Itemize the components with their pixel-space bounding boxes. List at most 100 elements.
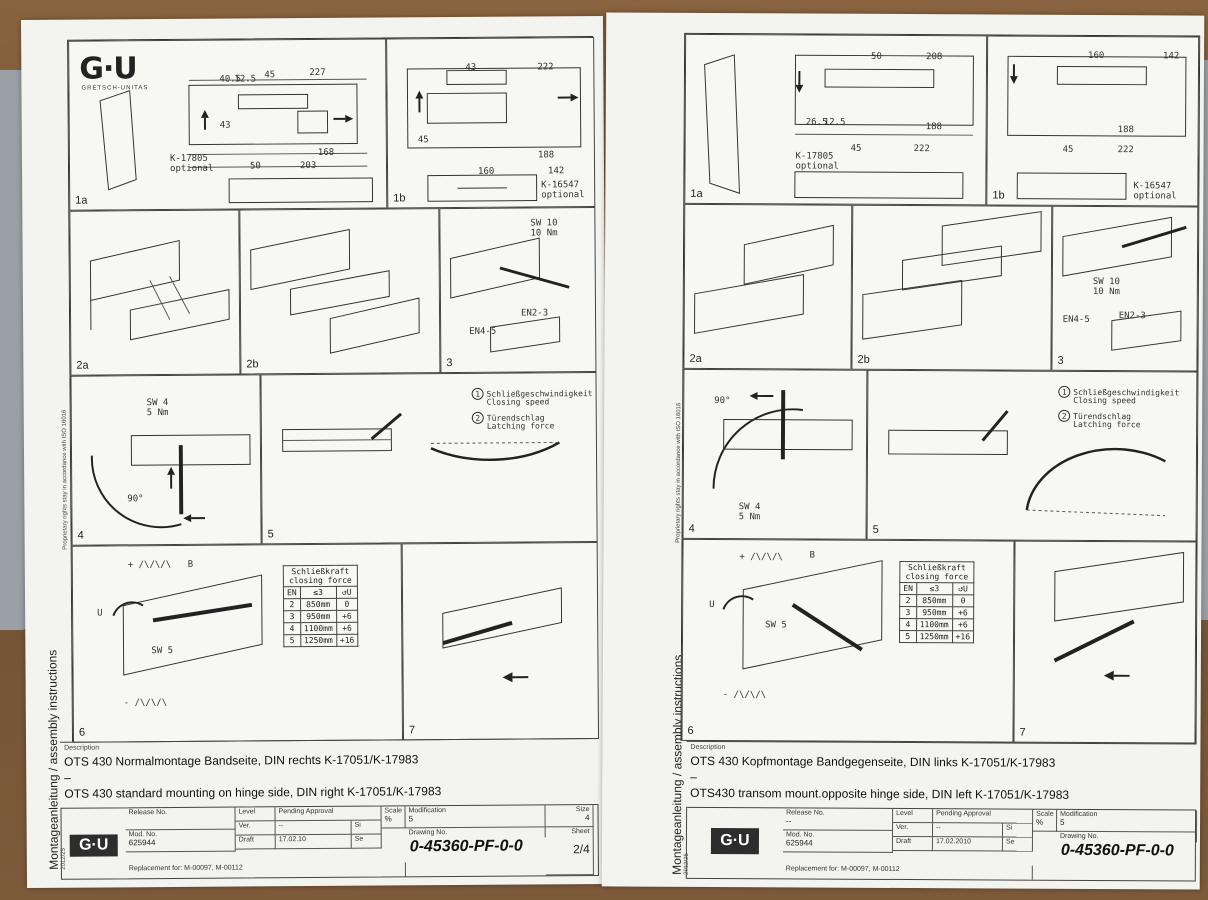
col-width: ≤3: [300, 586, 337, 599]
step-panel-2b: 2b: [239, 208, 441, 375]
torque-value: 5 Nm: [738, 512, 761, 523]
force-increase: + /\/\/\: [739, 552, 783, 563]
legend-latching-force-en: Latching force: [486, 421, 555, 431]
en-range-4-5: EN4-5: [469, 326, 497, 337]
ver-label: Ver.: [235, 821, 276, 836]
step-panel-7: 7: [401, 542, 600, 741]
part-note: K-17805: [169, 153, 208, 165]
dimension-b: B: [187, 559, 194, 570]
wrench-size: SW 10: [530, 218, 558, 229]
dim-160: 160: [478, 166, 495, 177]
gu-logo: G·U: [710, 828, 760, 855]
mounting-diagram-1b: [406, 67, 582, 202]
scale: Scale%: [381, 806, 406, 829]
en-range-2-3: EN2-3: [1118, 311, 1146, 322]
door-diagram-1a: [99, 78, 374, 204]
release-no: Release No.--: [783, 808, 894, 831]
en-range-2-3: EN2-3: [521, 308, 549, 319]
description-label: Description: [690, 743, 726, 752]
se-label: Se: [351, 834, 382, 849]
ver-label: Ver.: [892, 822, 934, 838]
step-panel-3: SW 10 10 Nm EN4-5 EN2-3 3: [439, 207, 597, 374]
step-panel-1a: G·U 50 208 45 222 188 26.5 12.5 K-17805 …: [684, 33, 988, 206]
level-label: Level: [235, 807, 276, 822]
dim-168: 168: [317, 147, 335, 158]
wrench-size: SW 10: [1092, 276, 1121, 288]
step-label: 5: [267, 528, 274, 541]
step-label: 1a: [75, 194, 88, 207]
door-diagram-1a: [704, 54, 974, 199]
closer-body-diagram-2a: [694, 224, 834, 334]
dim-50: 50: [249, 161, 261, 172]
dimension-b: B: [809, 550, 815, 561]
closing-force-diagram-6: [722, 560, 883, 670]
arm-mount-diagram-3: [1062, 216, 1187, 351]
closer-body-diagram-2b: [250, 228, 420, 354]
step-label: 2b: [246, 358, 259, 371]
part-note: K-17805: [795, 151, 834, 162]
step-panel-2a: 2a: [69, 209, 241, 376]
col-width: ≤3: [916, 582, 953, 595]
ver-value: --: [275, 820, 352, 836]
release-no: Release No.: [125, 807, 236, 831]
step-label: 4: [688, 522, 695, 535]
part-note: K-16547: [541, 180, 580, 191]
dim-208: 208: [926, 52, 943, 63]
gu-logo: G·U: [69, 834, 118, 857]
draft-label: Draft: [892, 836, 933, 852]
dim-45: 45: [850, 143, 862, 154]
adjustment-diagram-4: [90, 434, 251, 529]
angle-label: 90°: [127, 494, 144, 505]
scale: Scale%: [1033, 809, 1058, 832]
legend-closing-speed-en: Closing speed: [1073, 395, 1136, 406]
legend-latching-force-en: Latching force: [1073, 419, 1141, 430]
wrench-size: SW 5: [765, 620, 787, 631]
step-label: 3: [446, 357, 453, 370]
dim-45: 45: [264, 70, 276, 81]
side-title: Montageanleitung / assembly instructions: [45, 649, 61, 870]
closer-body-diagram-2a: [89, 239, 230, 341]
angle-label: 90°: [714, 396, 731, 407]
step-label: 6: [78, 726, 86, 739]
dim-160: 160: [1088, 50, 1105, 62]
si-label: Si: [351, 820, 382, 835]
step-label: 4: [77, 529, 84, 542]
title-block: G·U Release No. Mod. No.625944 Level Pen…: [60, 804, 599, 880]
description-dash: –: [690, 769, 698, 784]
force-decrease: - /\/\/\: [722, 690, 767, 701]
step-label: 2a: [76, 359, 89, 372]
step-label: 6: [687, 724, 694, 737]
dim-12-5: 12.5: [823, 117, 846, 128]
drawing-number: 0-45360-PF-0-0: [409, 837, 523, 856]
dim-45: 45: [417, 135, 429, 146]
mounting-diagram-1b: [1007, 55, 1187, 200]
direction-u: U: [97, 608, 103, 619]
step-label: 5: [872, 523, 879, 536]
step-label: 7: [408, 724, 416, 737]
wrench-size: SW 5: [151, 645, 174, 657]
closing-force-diagram-6: [112, 574, 263, 676]
mod-no: Mod. No.625944: [782, 830, 894, 853]
step-label: 1b: [393, 192, 406, 205]
proprietary-note: Proprietary rights stay in accordance wi…: [61, 409, 69, 550]
step-label: 2b: [857, 353, 870, 366]
dim-188: 188: [925, 122, 942, 133]
dim-43: 43: [219, 120, 231, 131]
description-en: OTS 430 standard mounting on hinge side,…: [64, 784, 442, 801]
step-panel-4: SW 4 5 Nm 90° 4: [682, 368, 868, 540]
col-turns: ↺U: [952, 582, 974, 595]
description-en: OTS430 transom mount.opposite hinge side…: [690, 785, 1070, 802]
step-panel-1b: 43 222 45 160 188 142 K-16547 optional 1…: [386, 37, 596, 209]
draft-label: Draft: [235, 835, 276, 850]
speed-adjust-diagram-5: [888, 410, 1166, 517]
